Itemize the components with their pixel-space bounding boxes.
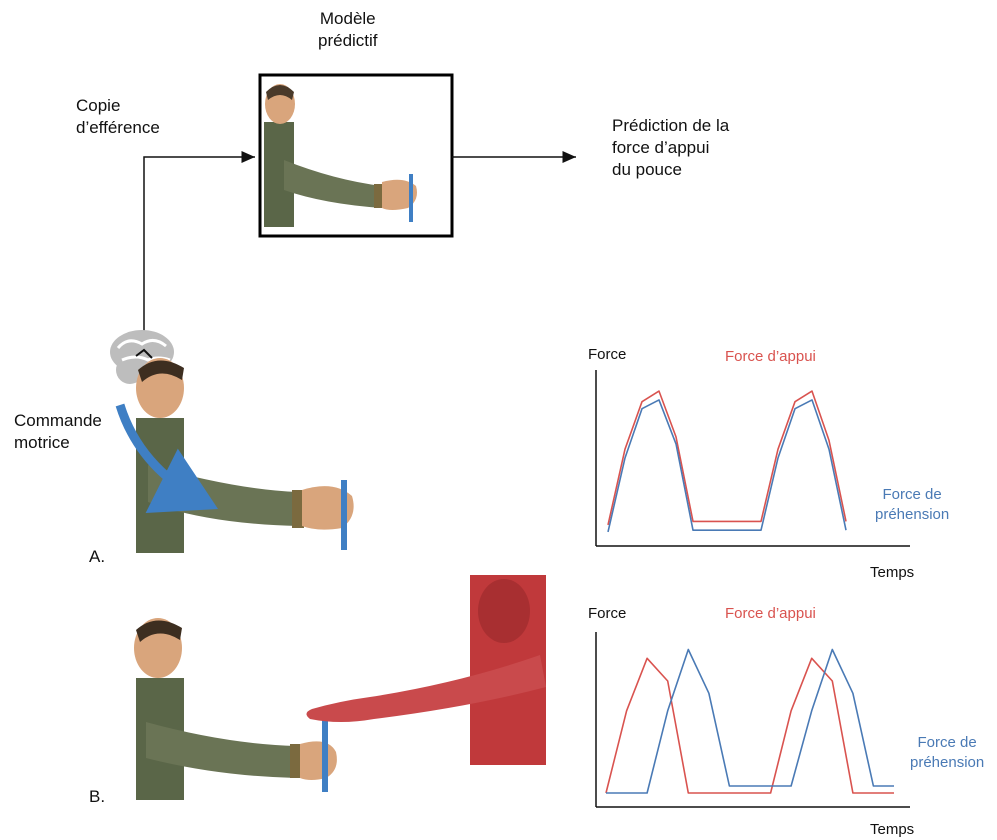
chart-b-ylabel: Force <box>588 605 627 622</box>
chart-a-series-grip <box>607 399 847 533</box>
figure-b-other <box>306 575 546 765</box>
chart-b <box>595 632 910 808</box>
figure-a <box>110 330 354 553</box>
efference-copy-label: Copie d’efférence <box>76 96 160 137</box>
predictive-model-label: Modèle prédictif <box>318 9 378 50</box>
chart-a-legend-press: Force d’appui <box>725 348 816 365</box>
chart-b-series-press <box>605 657 894 794</box>
panel-a-label: A. <box>89 547 106 566</box>
model-figure <box>264 84 417 227</box>
chart-a <box>595 370 910 547</box>
motor-command-arrow <box>115 403 219 514</box>
chart-b-xlabel: Temps <box>870 821 915 838</box>
chart-b-series-grip <box>606 648 894 794</box>
efference-copy-arrow <box>143 151 255 335</box>
chart-a-ylabel: Force <box>588 346 627 363</box>
prediction-label: Prédiction de la force d’appui du pouce <box>612 116 730 179</box>
panel-b-label: B. <box>89 787 106 806</box>
figure-b-self <box>134 618 337 800</box>
chart-a-xlabel: Temps <box>870 564 915 581</box>
chart-b-legend-press: Force d’appui <box>725 605 816 622</box>
motor-command-label: Commande motrice <box>14 411 102 452</box>
chart-a-series-press <box>607 390 847 526</box>
